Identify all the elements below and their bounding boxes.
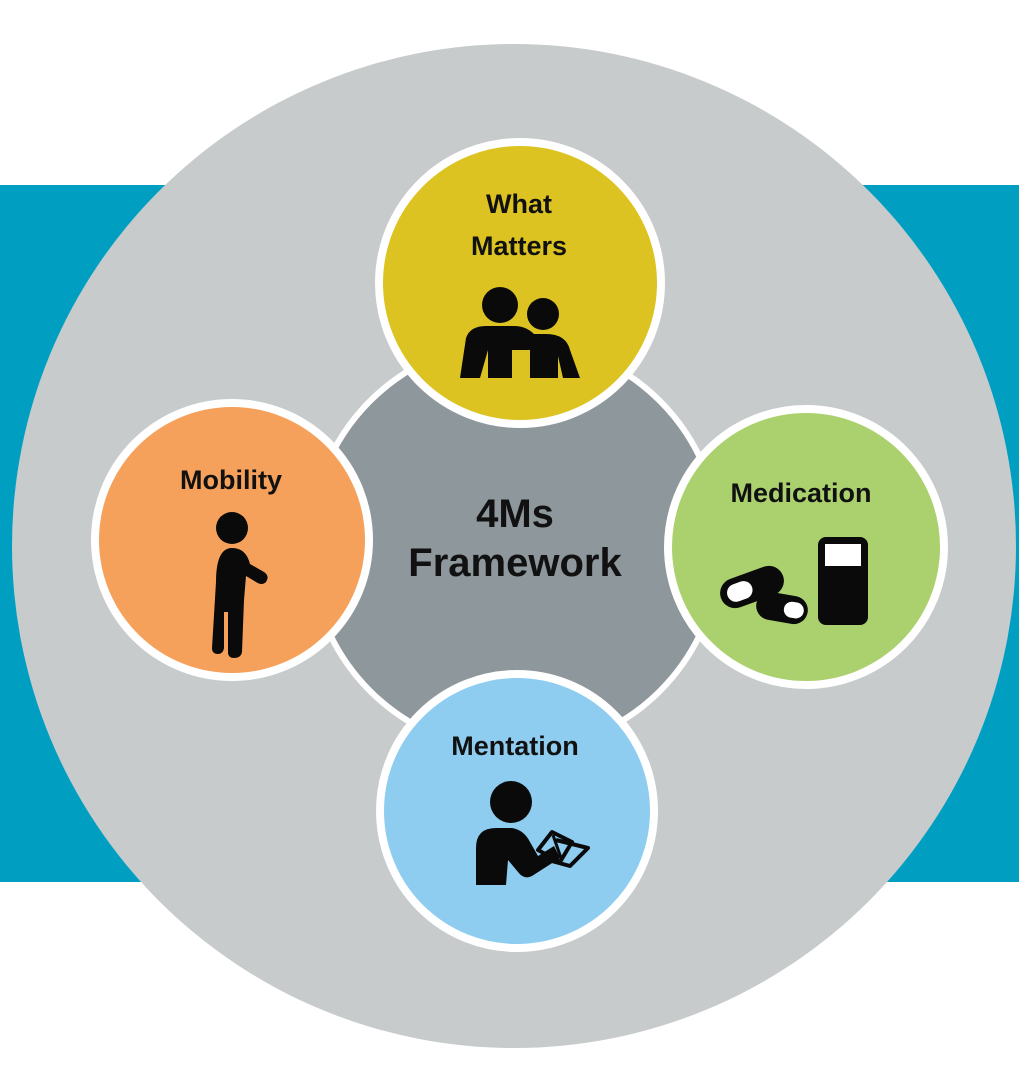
mobility-node: Mobility xyxy=(91,399,373,681)
what-matters-node: What Matters xyxy=(375,138,665,428)
mentation-label: Mentation xyxy=(451,731,579,761)
pills-and-glass-icon xyxy=(720,537,868,625)
mentation-node: Mentation xyxy=(376,670,658,952)
medication-label: Medication xyxy=(730,478,871,508)
two-people-embrace-icon xyxy=(460,287,580,378)
person-reading-icon xyxy=(476,781,590,885)
center-title-line1: 4Ms xyxy=(476,492,554,536)
what-matters-circle xyxy=(375,138,665,428)
what-matters-label-line2: Matters xyxy=(471,231,567,261)
person-walking-icon xyxy=(212,512,268,658)
mobility-label: Mobility xyxy=(180,465,282,495)
medication-circle xyxy=(664,405,948,689)
center-node: 4Ms Framework xyxy=(307,338,723,754)
medication-node: Medication xyxy=(664,405,948,689)
center-title-line2: Framework xyxy=(408,541,622,585)
what-matters-label-line1: What xyxy=(486,189,552,219)
